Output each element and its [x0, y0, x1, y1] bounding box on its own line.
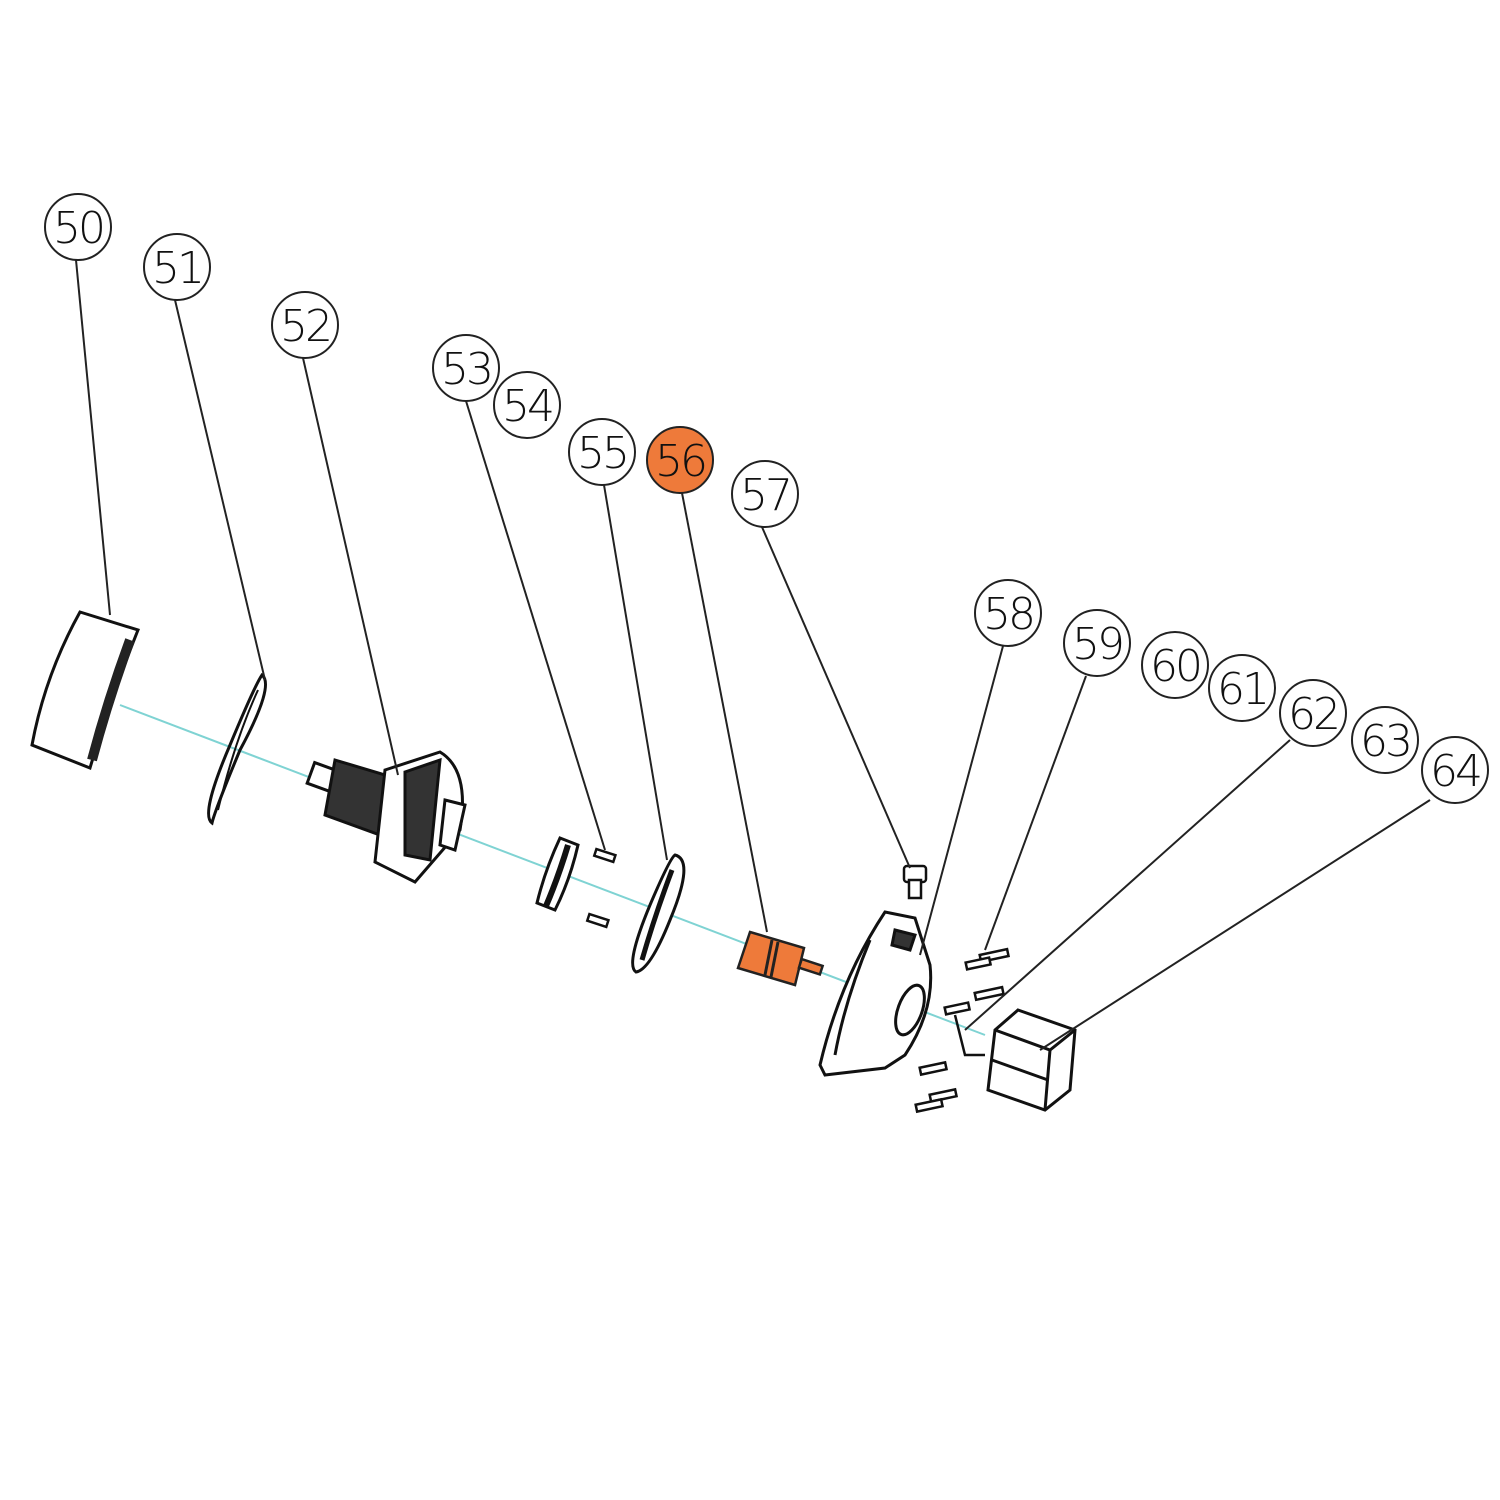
leader-50	[75, 259, 111, 616]
callout-53: 53	[432, 334, 500, 402]
callout-circle	[271, 291, 339, 359]
callout-label: 54	[502, 381, 552, 432]
leader-57	[761, 526, 911, 869]
callout-60: 60	[1141, 631, 1209, 699]
callout-50: 50	[44, 193, 112, 261]
callout-56: 56	[646, 426, 714, 494]
callout-54: 54	[493, 371, 561, 439]
callout-52: 52	[271, 291, 339, 359]
callout-label: 62	[1288, 689, 1338, 740]
callout-circle	[493, 371, 561, 439]
callout-51: 51	[143, 233, 211, 301]
callout-circle	[974, 579, 1042, 647]
callout-circle	[44, 193, 112, 261]
callout-55: 55	[568, 418, 636, 486]
leader-55	[603, 484, 668, 861]
part-64-block	[986, 1008, 1077, 1112]
leader-64	[1039, 799, 1431, 1051]
callout-label: 57	[740, 470, 790, 521]
callout-label: 59	[1072, 619, 1122, 670]
callout-63: 63	[1351, 706, 1419, 774]
part-50-ring-housing	[30, 610, 140, 771]
callout-62: 62	[1279, 679, 1347, 747]
callout-circle	[1351, 706, 1419, 774]
leader-56	[681, 492, 768, 933]
callout-label: 64	[1430, 746, 1480, 797]
part-51-gasket	[207, 672, 267, 826]
callout-label: 55	[577, 428, 627, 479]
callout-circle	[1141, 631, 1209, 699]
part-54-washer	[535, 836, 580, 912]
callout-label: 56	[655, 436, 705, 487]
callout-circle	[143, 233, 211, 301]
part-57-bolt	[902, 864, 928, 900]
callout-label: 50	[53, 203, 103, 254]
callout-label: 51	[152, 243, 202, 294]
callout-circle	[1279, 679, 1347, 747]
callout-label: 61	[1217, 664, 1267, 715]
leader-59	[984, 675, 1087, 951]
callout-circle	[731, 460, 799, 528]
callout-circle	[1421, 736, 1489, 804]
callout-label: 58	[983, 589, 1033, 640]
leader-58	[919, 645, 1004, 956]
part-55-bearing-plate	[631, 853, 686, 974]
callout-circle	[432, 334, 500, 402]
callout-circle	[646, 426, 714, 494]
leader-52	[302, 357, 399, 776]
callout-label: 60	[1150, 641, 1200, 692]
callout-circle	[1063, 609, 1131, 677]
callout-label: 53	[441, 344, 491, 395]
leader-53	[465, 400, 606, 851]
callout-label: 52	[280, 301, 330, 352]
callout-circle	[1208, 654, 1276, 722]
part-58-end-cover	[818, 910, 933, 1077]
callout-label: 63	[1360, 716, 1410, 767]
callout-61: 61	[1208, 654, 1276, 722]
callout-circle	[568, 418, 636, 486]
leader-51	[174, 299, 266, 681]
callout-58: 58	[974, 579, 1042, 647]
callout-64: 64	[1421, 736, 1489, 804]
callout-57: 57	[731, 460, 799, 528]
leader-lines	[75, 259, 1431, 1051]
callout-59: 59	[1063, 609, 1131, 677]
part-53-pins	[585, 847, 618, 929]
parts-59-63-screws	[914, 947, 1011, 1114]
part-52-planet-carrier	[305, 750, 467, 884]
leader-62	[964, 739, 1291, 1031]
part-56-coupling-highlighted	[736, 930, 825, 987]
